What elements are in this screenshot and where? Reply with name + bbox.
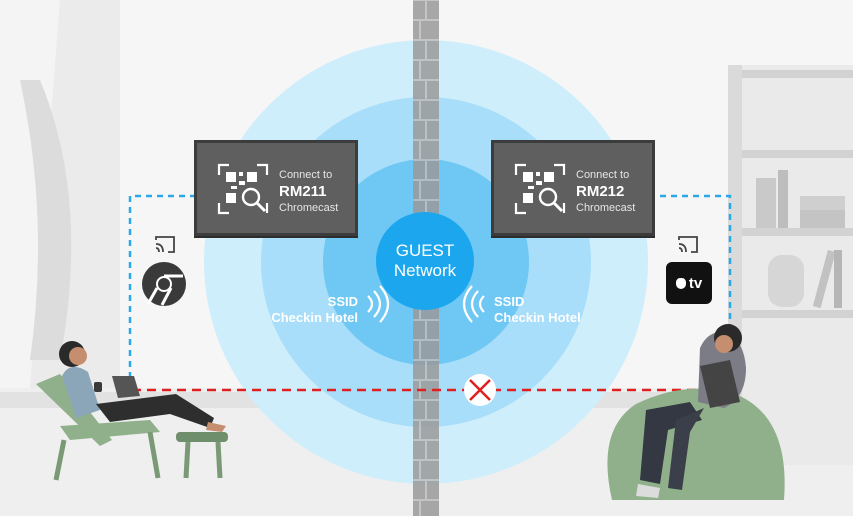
qr-scan-icon [217,163,269,215]
guest-label: GUEST [395,241,455,260]
guest-network-hub: GUEST Network [376,212,474,310]
left-window-shadow [20,80,72,360]
chrome-icon [142,262,186,306]
ssid-title: SSID [494,294,525,309]
qr-scan-icon [514,163,566,215]
person-lounge-chair [36,341,228,481]
ssid-name: Checkin Hotel [271,310,358,325]
tv-screen-rm211: Connect to RM211 Chromecast [194,140,358,236]
room-label: RM211 [279,183,327,200]
connection-line-right [660,194,732,378]
apple-tv-icon: tv [666,262,712,304]
cast-icon-left [155,236,175,253]
connect-to-label: Connect to [279,169,333,181]
cast-icon-right [678,236,698,253]
apple-logo [675,277,686,289]
bookshelf [728,65,853,465]
network-label: Network [393,261,457,280]
ssid-name: Checkin Hotel [494,310,581,325]
device-label: Chromecast [279,202,339,214]
tv-screen-rm212: Connect to RM212 Chromecast [491,140,655,236]
connection-line-left [128,194,196,378]
ssid-label-left: SSID Checkin Hotel [262,294,358,326]
ssid-label-right: SSID Checkin Hotel [494,294,604,326]
device-label: Chromecast [576,202,636,214]
wifi-signal-icon-left [367,285,390,323]
room-label: RM212 [576,183,625,200]
ssid-title: SSID [327,294,358,309]
person-bean-bag [607,324,785,500]
connect-to-label: Connect to [576,169,630,181]
blocked-x-icon [464,374,496,406]
apple-tv-text: tv [688,274,703,292]
wifi-signal-icon-right [462,285,485,323]
